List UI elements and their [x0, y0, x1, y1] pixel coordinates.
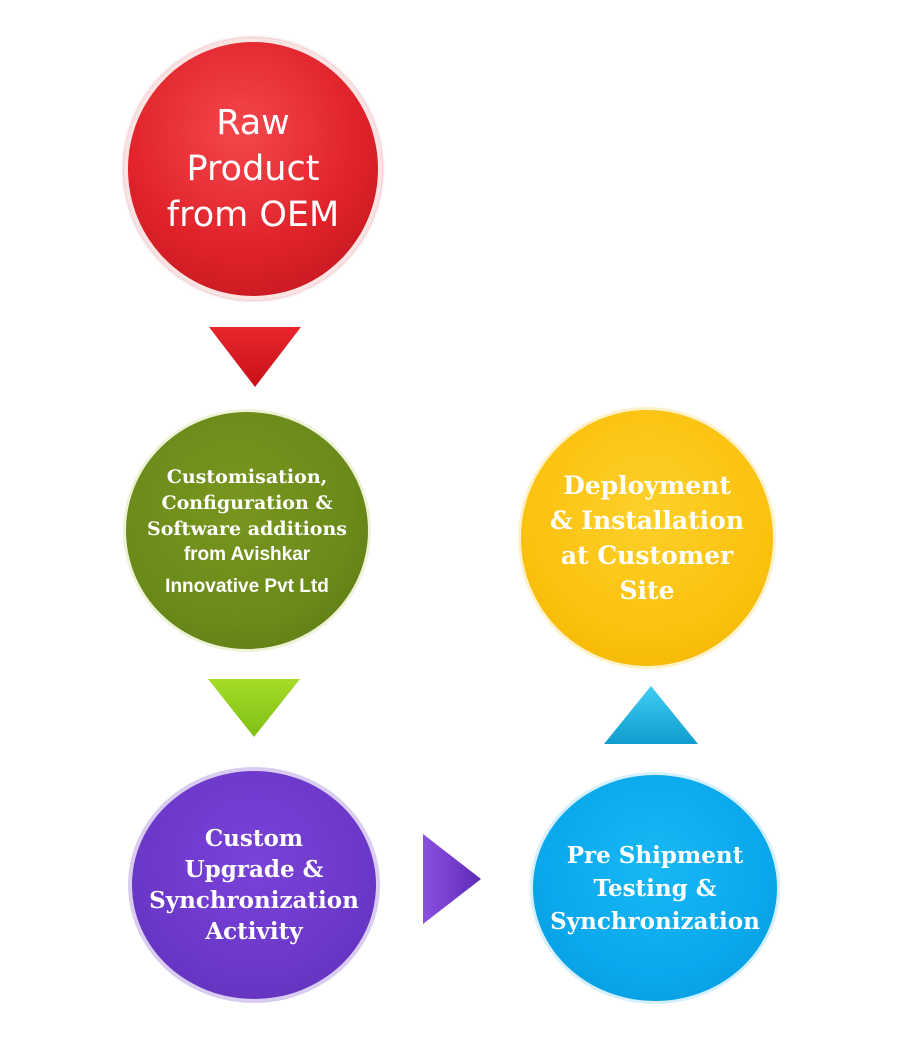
deploy-line-1: Deployment [563, 471, 731, 500]
step-deployment: Deployment & Installation at Customer Si… [518, 407, 776, 669]
step-customisation: Customisation, Configuration & Software … [123, 409, 371, 652]
raw-line-3: from OEM [166, 195, 340, 235]
step-pre-shipment: Pre Shipment Testing & Synchronization [530, 772, 780, 1004]
custom-line-1: Customisation, [166, 465, 328, 488]
step-custom-upgrade-label: Custom Upgrade & Synchronization Activit… [149, 823, 359, 947]
arrow-down-red-icon [209, 327, 301, 387]
raw-line-1: Raw [216, 103, 290, 143]
preship-line-2: Testing & [593, 874, 717, 902]
upgrade-line-2: Upgrade & [184, 856, 324, 883]
step-deployment-label: Deployment & Installation at Customer Si… [550, 468, 744, 608]
preship-line-1: Pre Shipment [566, 841, 744, 869]
arrow-up-blue-icon [604, 686, 698, 744]
arrow-down-green-icon [208, 679, 300, 737]
deploy-line-3: at Customer [560, 541, 734, 570]
custom-company: Innovative Pvt Ltd [165, 575, 329, 597]
step-raw-product: Raw Product from OEM [124, 38, 382, 300]
custom-line-3: Software additions [146, 517, 347, 540]
deploy-line-4: Site [619, 576, 675, 605]
arrow-right-purple-icon [423, 834, 481, 924]
upgrade-line-1: Custom [204, 825, 304, 852]
raw-line-2: Product [186, 149, 320, 189]
preship-line-3: Synchronization [550, 907, 760, 935]
upgrade-line-3: Synchronization [149, 887, 359, 914]
upgrade-line-4: Activity [205, 918, 303, 945]
step-pre-shipment-label: Pre Shipment Testing & Synchronization [550, 839, 760, 938]
custom-line-4: from Avishkar [183, 543, 311, 565]
step-raw-product-label: Raw Product from OEM [167, 100, 339, 238]
custom-line-2: Configuration & [161, 491, 333, 514]
deploy-line-2: & Installation [549, 506, 745, 535]
step-custom-upgrade: Custom Upgrade & Synchronization Activit… [128, 767, 380, 1003]
